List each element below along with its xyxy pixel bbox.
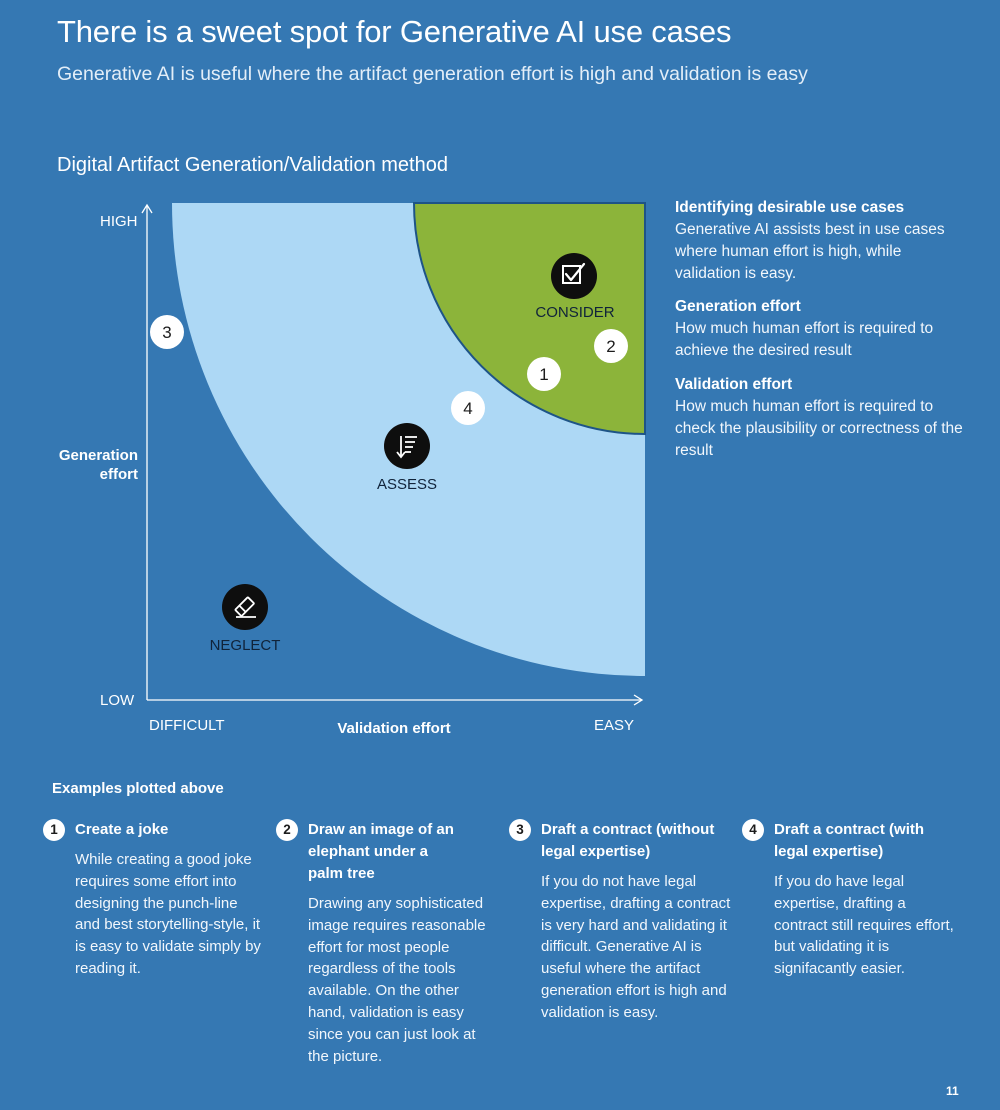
page-number: 11 [946,1084,959,1098]
svg-text:3: 3 [162,323,171,342]
x-axis-right-label: EASY [594,717,634,734]
example-title: Draft a contract (without legal expertis… [541,821,715,860]
y-axis-title-line1: Generation [59,447,138,464]
consider-label: CONSIDER [535,304,614,321]
example-title: Draw an image of an elephant under a pal… [308,821,454,882]
example-text: Drawing any sophisticated image requires… [308,895,486,1065]
marker-4: 4 [451,391,485,425]
y-axis-high-label: HIGH [100,213,138,230]
example-number-badge: 2 [276,819,298,841]
assess-label: ASSESS [377,476,437,493]
svg-text:2: 2 [606,337,615,356]
y-axis [141,203,153,700]
quadrant-diagram: HIGH LOW Generation effort DIFFICULT EAS… [59,202,646,737]
example-item-3: 3 Draft a contract (without legal expert… [509,819,733,1024]
example-item-1: 1 Create a joke While creating a good jo… [43,819,261,980]
checkbox-icon [551,253,597,299]
example-number-badge: 1 [43,819,65,841]
y-axis-title-line2: effort [100,466,138,483]
example-item-4: 4 Draft a contract (with legal expertise… [742,819,962,980]
sort-descending-icon [384,423,430,469]
x-axis-title: Validation effort [337,720,450,737]
example-text: If you do have legal expertise, drafting… [774,873,954,978]
marker-3: 3 [150,315,184,349]
sidebar-text: How much human effort is required to che… [675,398,963,459]
example-title: Create a joke [75,821,169,838]
x-axis [147,694,644,706]
sidebar-text: How much human effort is required to ach… [675,320,934,359]
sidebar-section-validation-effort: Validation effort How much human effort … [675,374,970,462]
page-title: There is a sweet spot for Generative AI … [57,14,732,49]
example-title: Draft a contract (with legal expertise) [774,821,925,860]
svg-text:4: 4 [463,399,472,418]
example-text: While creating a good joke requires some… [75,851,261,977]
eraser-icon [222,584,268,630]
diagram-heading: Digital Artifact Generation/Validation m… [57,154,448,176]
sidebar-section-use-cases: Identifying desirable use cases Generati… [675,197,970,285]
neglect-label: NEGLECT [210,637,281,654]
svg-text:1: 1 [539,365,548,384]
y-axis-low-label: LOW [100,692,135,709]
marker-2: 2 [594,329,628,363]
sidebar-text: Generative AI assists best in use cases … [675,221,945,282]
page-subtitle: Generative AI is useful where the artifa… [57,63,808,85]
sidebar-heading: Identifying desirable use cases [675,199,905,216]
example-item-2: 2 Draw an image of an elephant under a p… [276,819,500,1067]
sidebar-heading: Validation effort [675,376,793,393]
sidebar-heading: Generation effort [675,298,801,315]
example-number-badge: 3 [509,819,531,841]
sidebar-section-generation-effort: Generation effort How much human effort … [675,296,970,362]
examples-heading: Examples plotted above [52,780,224,797]
example-number-badge: 4 [742,819,764,841]
x-axis-left-label: DIFFICULT [149,717,225,734]
example-text: If you do not have legal expertise, draf… [541,873,731,1021]
marker-1: 1 [527,357,561,391]
